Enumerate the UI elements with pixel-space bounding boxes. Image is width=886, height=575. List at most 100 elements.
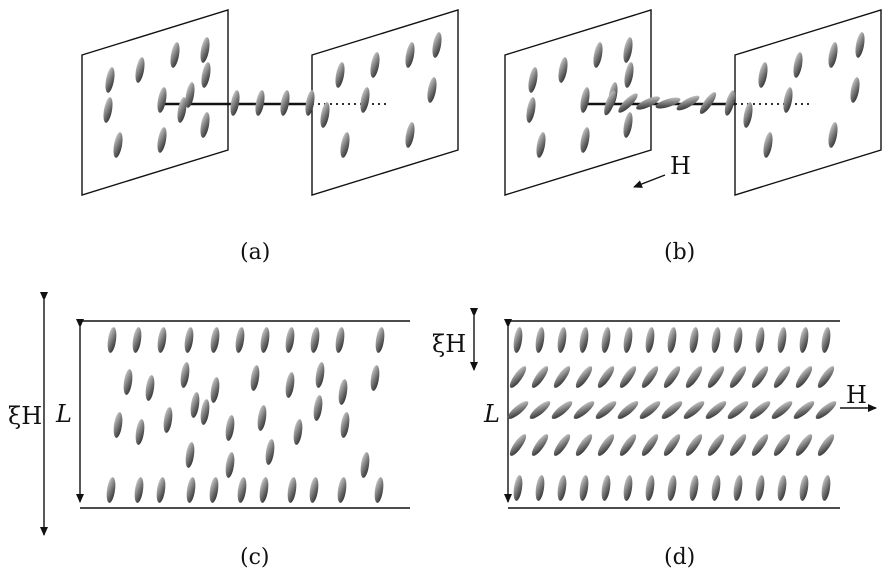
molecule-icon (733, 475, 743, 501)
molecule-icon (817, 434, 835, 456)
molecule-icon (157, 87, 167, 113)
molecule-icon (107, 327, 117, 353)
molecule-icon (285, 372, 295, 398)
molecule-icon (177, 97, 187, 123)
molecule-icon (509, 366, 527, 388)
molecule-icon (593, 42, 603, 68)
molecule-icon (558, 57, 568, 83)
molecule-icon (799, 327, 809, 353)
molecule-icon (553, 434, 571, 456)
molecule-icon (689, 475, 699, 501)
molecule-icon (663, 366, 681, 388)
molecule-icon (579, 327, 589, 353)
molecule-icon (751, 366, 769, 388)
molecule-icon (340, 412, 350, 438)
molecule-icon (535, 475, 545, 501)
molecule-icon (623, 475, 633, 501)
molecule-icon (795, 366, 813, 388)
molecule-icon (707, 366, 725, 388)
molecule-icon (601, 475, 611, 501)
molecule-icon (113, 132, 123, 158)
molecule-icon (727, 401, 749, 419)
molecule-icon (597, 366, 615, 388)
molecule-icon (528, 67, 538, 93)
molecule-icon (310, 327, 320, 353)
molecule-icon (338, 379, 348, 405)
molecule-icon (729, 366, 747, 388)
molecule-icon (260, 327, 270, 353)
molecule-icon (667, 475, 677, 501)
molecule-icon (663, 434, 681, 456)
molecule-icon (163, 407, 173, 433)
right-plate (734, 9, 882, 196)
molecule-icon (507, 401, 529, 419)
molecule-icon (705, 401, 727, 419)
molecule-icon (432, 32, 442, 58)
panel-c (40, 292, 410, 536)
molecule-icon (103, 97, 113, 123)
molecule-icon (855, 32, 865, 58)
molecule-icon (575, 434, 593, 456)
molecule-icon (145, 375, 155, 401)
molecule-icon (280, 90, 290, 116)
caption-a: (a) (240, 240, 271, 265)
molecule-icon (225, 415, 235, 441)
molecule-icon (132, 327, 142, 353)
left-plate (504, 9, 652, 196)
caption-d: (d) (664, 545, 696, 570)
molecule-icon (597, 434, 615, 456)
molecule-icon (200, 37, 210, 63)
molecule-icon (667, 327, 677, 353)
caption-c: (c) (240, 545, 270, 570)
panel-a (81, 9, 459, 196)
molecule-icon (135, 57, 145, 83)
molecule-icon (749, 401, 771, 419)
molecule-icon (230, 90, 240, 116)
molecule-icon (320, 102, 330, 128)
molecule-icon (557, 475, 567, 501)
molecule-icon (618, 93, 638, 113)
molecule-icon (817, 366, 835, 388)
molecule-icon (771, 401, 793, 419)
molecule-icon (536, 132, 546, 158)
molecules-d (507, 327, 837, 501)
molecule-icon (619, 366, 637, 388)
molecule-icon (185, 442, 195, 468)
molecule-icon (579, 475, 589, 501)
molecule-icon (135, 419, 145, 445)
molecule-icon (575, 366, 593, 388)
molecule-icon (237, 477, 247, 503)
molecule-icon (106, 477, 116, 503)
molecule-icon (821, 475, 831, 501)
molecule-icon (374, 477, 384, 503)
molecule-icon (313, 395, 323, 421)
left-plate (81, 9, 229, 196)
molecule-icon (755, 475, 765, 501)
field-arrow (633, 174, 666, 188)
molecule-icon (335, 327, 345, 353)
molecule-icon (645, 475, 655, 501)
molecule-icon (783, 87, 793, 113)
molecules-b (526, 32, 865, 158)
molecule-icon (623, 327, 633, 353)
molecule-icon (711, 327, 721, 353)
molecule-icon (795, 434, 813, 456)
molecule-icon (557, 327, 567, 353)
molecule-icon (661, 401, 683, 419)
molecule-icon (200, 399, 210, 425)
molecule-icon (305, 90, 315, 116)
molecule-icon (617, 401, 639, 419)
molecule-icon (190, 392, 200, 418)
molecule-icon (623, 112, 633, 138)
molecule-icon (157, 327, 167, 353)
molecule-icon (758, 62, 768, 88)
molecule-icon (200, 112, 210, 138)
molecule-icon (134, 477, 144, 503)
molecule-icon (689, 327, 699, 353)
molecule-icon (529, 401, 551, 419)
molecule-icon (405, 122, 415, 148)
molecule-icon (743, 102, 753, 128)
field-label-d: H (846, 381, 867, 409)
molecule-icon (405, 42, 415, 68)
molecule-icon (850, 77, 860, 103)
